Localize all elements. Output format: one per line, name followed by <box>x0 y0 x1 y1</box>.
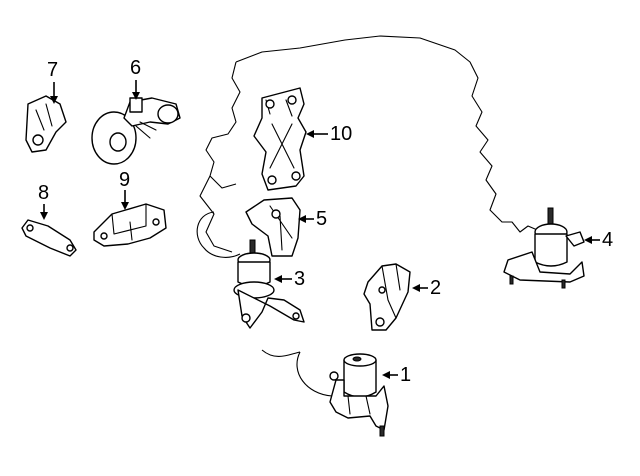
arrow-3-icon <box>274 275 282 283</box>
callout-8: 8 <box>38 182 50 204</box>
arrow-10-icon <box>306 130 314 138</box>
arrow-8-icon <box>40 212 48 220</box>
part-2-mount-bracket <box>363 263 411 331</box>
callout-6: 6 <box>130 57 142 79</box>
part-4-side-engine-mount <box>503 207 585 289</box>
arrow-5-icon <box>298 215 306 223</box>
part-5-upper-mount-bracket <box>245 197 301 257</box>
arrow-9-icon <box>121 202 129 210</box>
part-10-engine-bracket <box>253 87 307 191</box>
callout-1: 1 <box>400 364 412 386</box>
callout-5: 5 <box>316 208 328 230</box>
callout-10: 10 <box>330 123 353 145</box>
callout-4: 4 <box>602 229 614 251</box>
callout-2: 2 <box>430 277 442 299</box>
arrow-1-icon <box>382 371 390 379</box>
callout-3: 3 <box>294 268 306 290</box>
arrow-6-icon <box>132 92 140 100</box>
part-1-front-engine-mount <box>329 353 389 437</box>
part-7-small-bracket <box>25 95 67 153</box>
part-8-support-stay <box>21 219 77 257</box>
engine-outline <box>196 35 543 397</box>
callout-7: 7 <box>47 59 59 81</box>
part-9-mount-bracket <box>93 203 167 247</box>
callout-leaders <box>40 80 600 379</box>
part-6-torque-rod <box>91 97 181 165</box>
arrow-4-icon <box>584 236 592 244</box>
part-3-rear-engine-mount <box>233 239 305 329</box>
callout-9: 9 <box>119 169 131 191</box>
arrow-7-icon <box>50 96 58 104</box>
arrow-2-icon <box>412 284 420 292</box>
